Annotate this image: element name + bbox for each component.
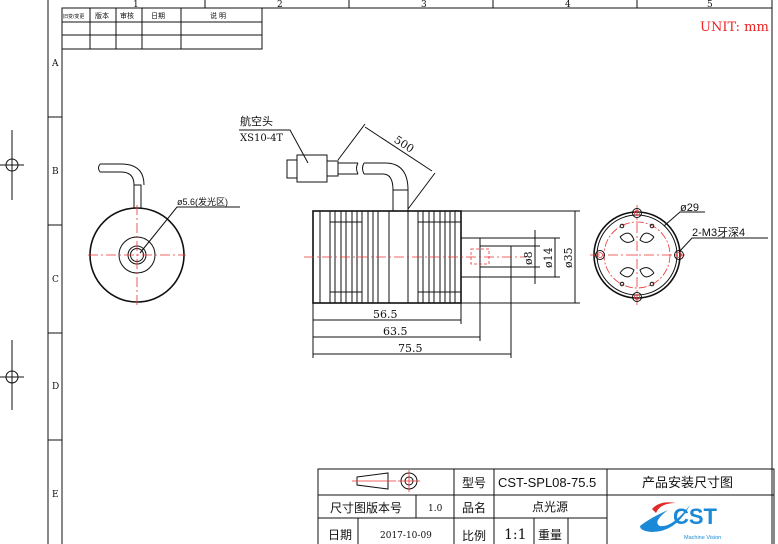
rev-header: 日期 (151, 12, 165, 20)
title-block: 型号 CST-SPL08-75.5 产品安装尺寸图 尺寸图版本号 1.0 品名 … (317, 468, 775, 544)
projection-symbol-icon (352, 470, 420, 492)
ruler-col: 5 (707, 0, 713, 10)
small-hole-icon (619, 223, 625, 229)
mount-hole-icon (674, 250, 684, 260)
rev-header: 审核 (120, 11, 134, 20)
length-56-5: 56.5 (373, 308, 398, 321)
length-63-5: 63.5 (383, 325, 408, 338)
ruler-col: 4 (565, 0, 571, 10)
cst-logo: CST Machine Vision (640, 502, 721, 541)
ruler-row: A (51, 59, 59, 69)
hidden-bore (470, 248, 490, 265)
thread-circle (634, 210, 640, 216)
name-label: 品名 (462, 500, 486, 515)
rev-header: 版本 (95, 11, 109, 20)
shaft (460, 237, 481, 278)
weight-label: 重量 (538, 528, 562, 542)
dia-8-label: ø8 (522, 251, 535, 265)
rev-header: 说 明 (210, 11, 226, 20)
mount-hole-icon (632, 208, 642, 218)
thread-circle (634, 294, 640, 300)
thread-label: 2-M3牙深4 (692, 226, 745, 239)
name-value: 点光源 (532, 500, 568, 514)
ruler-row: D (52, 382, 59, 392)
connector-name: 航空头 (240, 114, 273, 128)
model-label: 型号 (462, 476, 486, 490)
ruler-row: E (52, 490, 59, 500)
length-75-5: 75.5 (398, 342, 423, 355)
small-hole-icon (619, 281, 625, 287)
scale-label: 比例 (462, 529, 486, 543)
date-value: 2017-10-09 (380, 531, 432, 541)
dia-35-label: ø35 (562, 247, 575, 268)
rear-view: ø29 2-M3牙深4 (590, 202, 768, 305)
ruler-col: 1 (133, 0, 139, 10)
logo-text: CST (673, 504, 718, 529)
dia-14-label: ø14 (542, 247, 555, 268)
ruler-row: C (52, 275, 59, 285)
mount-hole-icon (595, 250, 605, 260)
logo-subtext: Machine Vision (684, 535, 721, 541)
small-hole-icon (649, 223, 655, 229)
version-label: 尺寸图版本号 (330, 501, 402, 515)
version-value: 1.0 (428, 504, 443, 514)
thread-circle (676, 252, 682, 258)
doc-title: 产品安装尺寸图 (642, 475, 733, 490)
date-label: 日期 (328, 528, 352, 542)
small-hole-icon (649, 281, 655, 287)
thread-circle (597, 252, 603, 258)
ruler-col: 3 (421, 0, 427, 10)
front-view: ø5.6(发光区) (88, 163, 240, 305)
connector: 航空头 XS10-4T 500 (239, 114, 436, 211)
unit-label: UNIT: mm (700, 20, 769, 35)
pcd-label: ø29 (680, 202, 699, 214)
ruler-row: B (52, 167, 59, 177)
dimensions: 56.5 63.5 75.5 ø35 ø14 ø8 (312, 210, 580, 358)
pin (479, 245, 512, 268)
connector-model: XS10-4T (240, 133, 283, 144)
emit-area-label: ø5.6(发光区) (177, 196, 228, 207)
ruler-col: 2 (277, 0, 283, 10)
revision-table: 旧变/变更 版本 审核 日期 说 明 (61, 7, 263, 50)
scale-value: 1:1 (504, 527, 527, 543)
rev-header: 旧变/变更 (63, 13, 84, 20)
mount-hole-icon (632, 292, 642, 302)
model-value: CST-SPL08-75.5 (498, 475, 596, 490)
